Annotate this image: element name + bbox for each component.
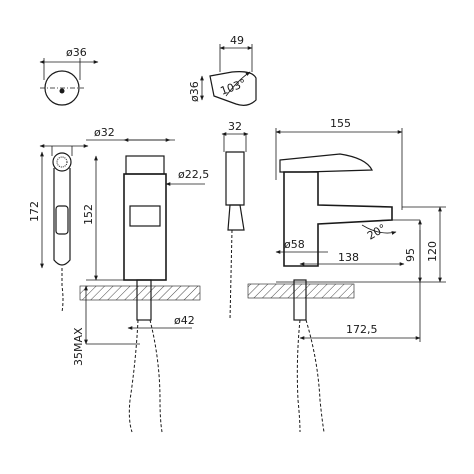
handle-top-view: ø36 (39, 46, 99, 106)
holder-bracket (227, 204, 245, 231)
spout-height-label: 95 (404, 248, 417, 262)
side-handle (279, 153, 373, 173)
shower-button (55, 205, 69, 235)
supply-hose-right (149, 319, 163, 433)
faucet-body (123, 173, 167, 281)
base-diameter-label: ø58 (284, 238, 305, 251)
mounting-stud (136, 279, 152, 321)
rotation-arc (225, 71, 251, 97)
holder-body (225, 151, 245, 206)
countertop-left (79, 285, 201, 301)
handle-dot (59, 88, 65, 94)
faucet-handle (125, 155, 165, 175)
faucet-spout-front (129, 205, 161, 227)
shower-holder-view: 32 (221, 120, 249, 321)
top-length-label: 49 (230, 34, 244, 47)
shower-nozzles (56, 156, 68, 168)
spout-angle-label: 20° (365, 222, 388, 243)
top-diameter-label: ø36 (188, 81, 201, 102)
handle-side-view: 49 ø36 103° (188, 34, 257, 106)
handle-diameter-label: ø36 (66, 46, 87, 59)
spout-angle-arc (361, 224, 397, 235)
hand-shower-view: ø32 172 (28, 126, 115, 313)
shower-diameter-label: ø32 (94, 126, 115, 139)
rotation-angle-label: 103° (219, 77, 248, 98)
handle-outline (209, 71, 257, 106)
countertop-right (247, 283, 355, 299)
faucet-side-view: 155 20° 95 120 ø58 138 172,5 (247, 117, 446, 433)
shower-handle (53, 168, 71, 266)
shower-head-circle (52, 152, 72, 172)
body-height-label: 152 (82, 204, 95, 225)
holder-hose (229, 229, 233, 321)
faucet-front-view: 152 ø22,5 ø42 35MAX (72, 138, 209, 433)
spout-offset-label: 172,5 (346, 323, 378, 336)
max-thickness-label: 35MAX (72, 327, 85, 366)
side-supply-hose-2 (305, 319, 325, 433)
overall-length-label: 155 (330, 117, 351, 130)
body-diameter-label: ø22,5 (178, 168, 209, 181)
side-supply-hose-1 (296, 319, 301, 433)
holder-width-label: 32 (228, 120, 242, 133)
tail-diameter-label: ø42 (174, 314, 195, 327)
shower-height-label: 172 (28, 201, 41, 222)
spout-reach-label: 138 (338, 251, 359, 264)
overall-height-label: 120 (426, 241, 439, 262)
shower-hose (61, 268, 64, 313)
supply-hose-left (128, 319, 139, 433)
